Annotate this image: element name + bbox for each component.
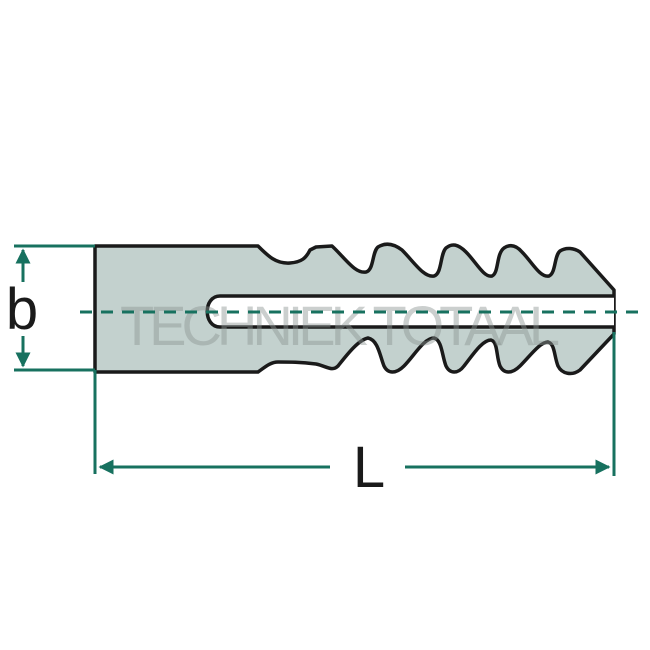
watermark-text: TECHNIEK TOTAAL xyxy=(120,294,560,357)
width-label: b xyxy=(6,277,38,342)
length-label: L xyxy=(353,435,385,500)
length-dimension xyxy=(93,332,616,476)
width-dimension xyxy=(14,244,95,372)
